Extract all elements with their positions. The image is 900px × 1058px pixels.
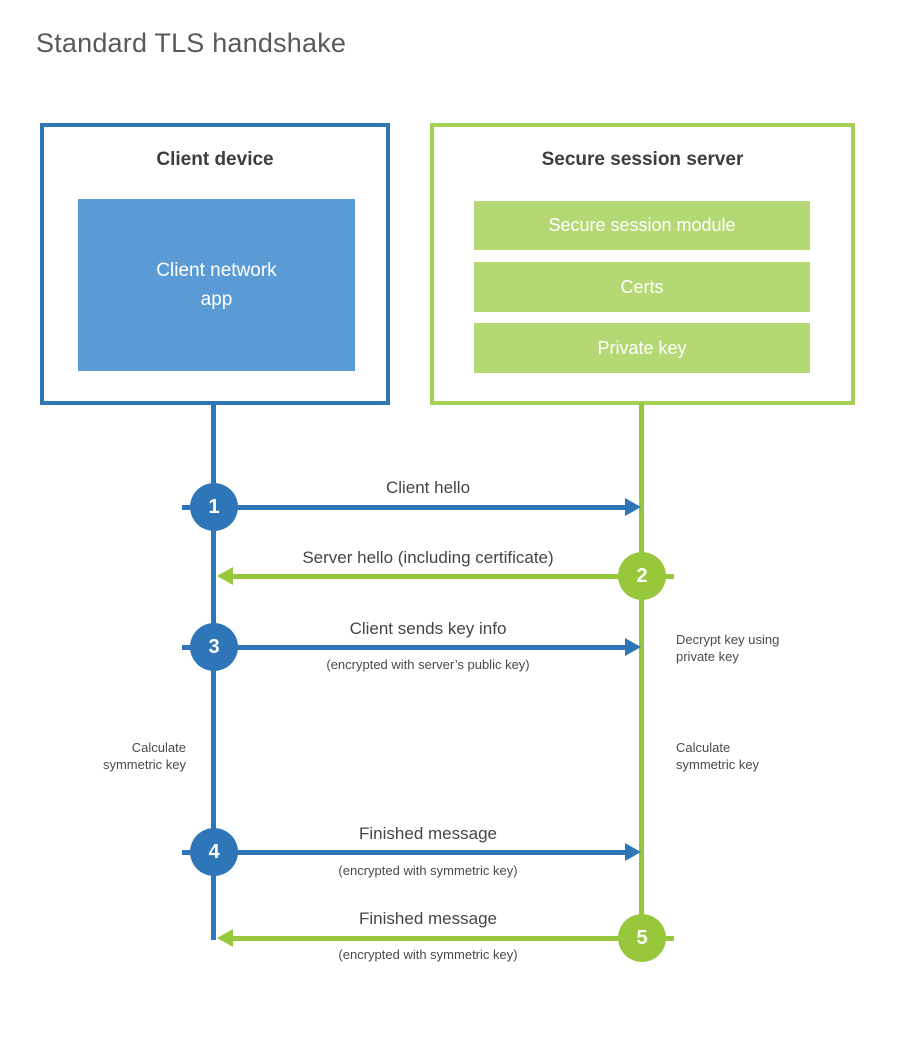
client-lifeline	[211, 403, 216, 940]
step-circle-1: 1	[190, 483, 238, 531]
arrow-finished-client	[182, 843, 641, 861]
msg-finished-client: Finished message	[359, 824, 497, 843]
server-module-certs: Certs	[474, 262, 810, 312]
msg-finished-server: Finished message	[359, 909, 497, 928]
arrow-server-hello	[217, 567, 674, 585]
note-calc-symmetric-left: Calculate symmetric key	[102, 740, 186, 772]
client-device-title: Client device	[156, 149, 274, 170]
server-module-private-key: Private key	[474, 323, 810, 373]
arrowhead-right-icon	[625, 498, 641, 516]
page-title: Standard TLS handshake	[36, 28, 347, 58]
step-circle-5: 5	[618, 914, 666, 962]
msg-finished-client-sub: (encrypted with symmetric key)	[338, 863, 518, 878]
msg-server-hello: Server hello (including certificate)	[302, 548, 554, 567]
arrow-finished-server	[217, 929, 674, 947]
arrowhead-left-icon	[217, 929, 233, 947]
client-network-app-box: Client network app	[78, 199, 355, 371]
note-decrypt-key: Decrypt key using private key	[676, 632, 780, 664]
arrow-client-hello	[182, 498, 641, 516]
server-module-secure-session: Secure session module	[474, 201, 810, 250]
msg-client-key-info-sub: (encrypted with server’s public key)	[326, 657, 530, 672]
step-circle-4: 4	[190, 828, 238, 876]
secure-session-server-title: Secure session server	[541, 149, 744, 170]
arrowhead-right-icon	[625, 843, 641, 861]
note-calc-symmetric-right: Calculate symmetric key	[676, 740, 760, 772]
step-circle-3: 3	[190, 623, 238, 671]
step-circle-2: 2	[618, 552, 666, 600]
arrowhead-right-icon	[625, 638, 641, 656]
msg-finished-server-sub: (encrypted with symmetric key)	[338, 947, 518, 962]
server-lifeline	[639, 403, 644, 940]
arrow-client-key-info	[182, 638, 641, 656]
msg-client-hello: Client hello	[385, 478, 471, 497]
arrowhead-left-icon	[217, 567, 233, 585]
msg-client-key-info: Client sends key info	[349, 619, 507, 638]
